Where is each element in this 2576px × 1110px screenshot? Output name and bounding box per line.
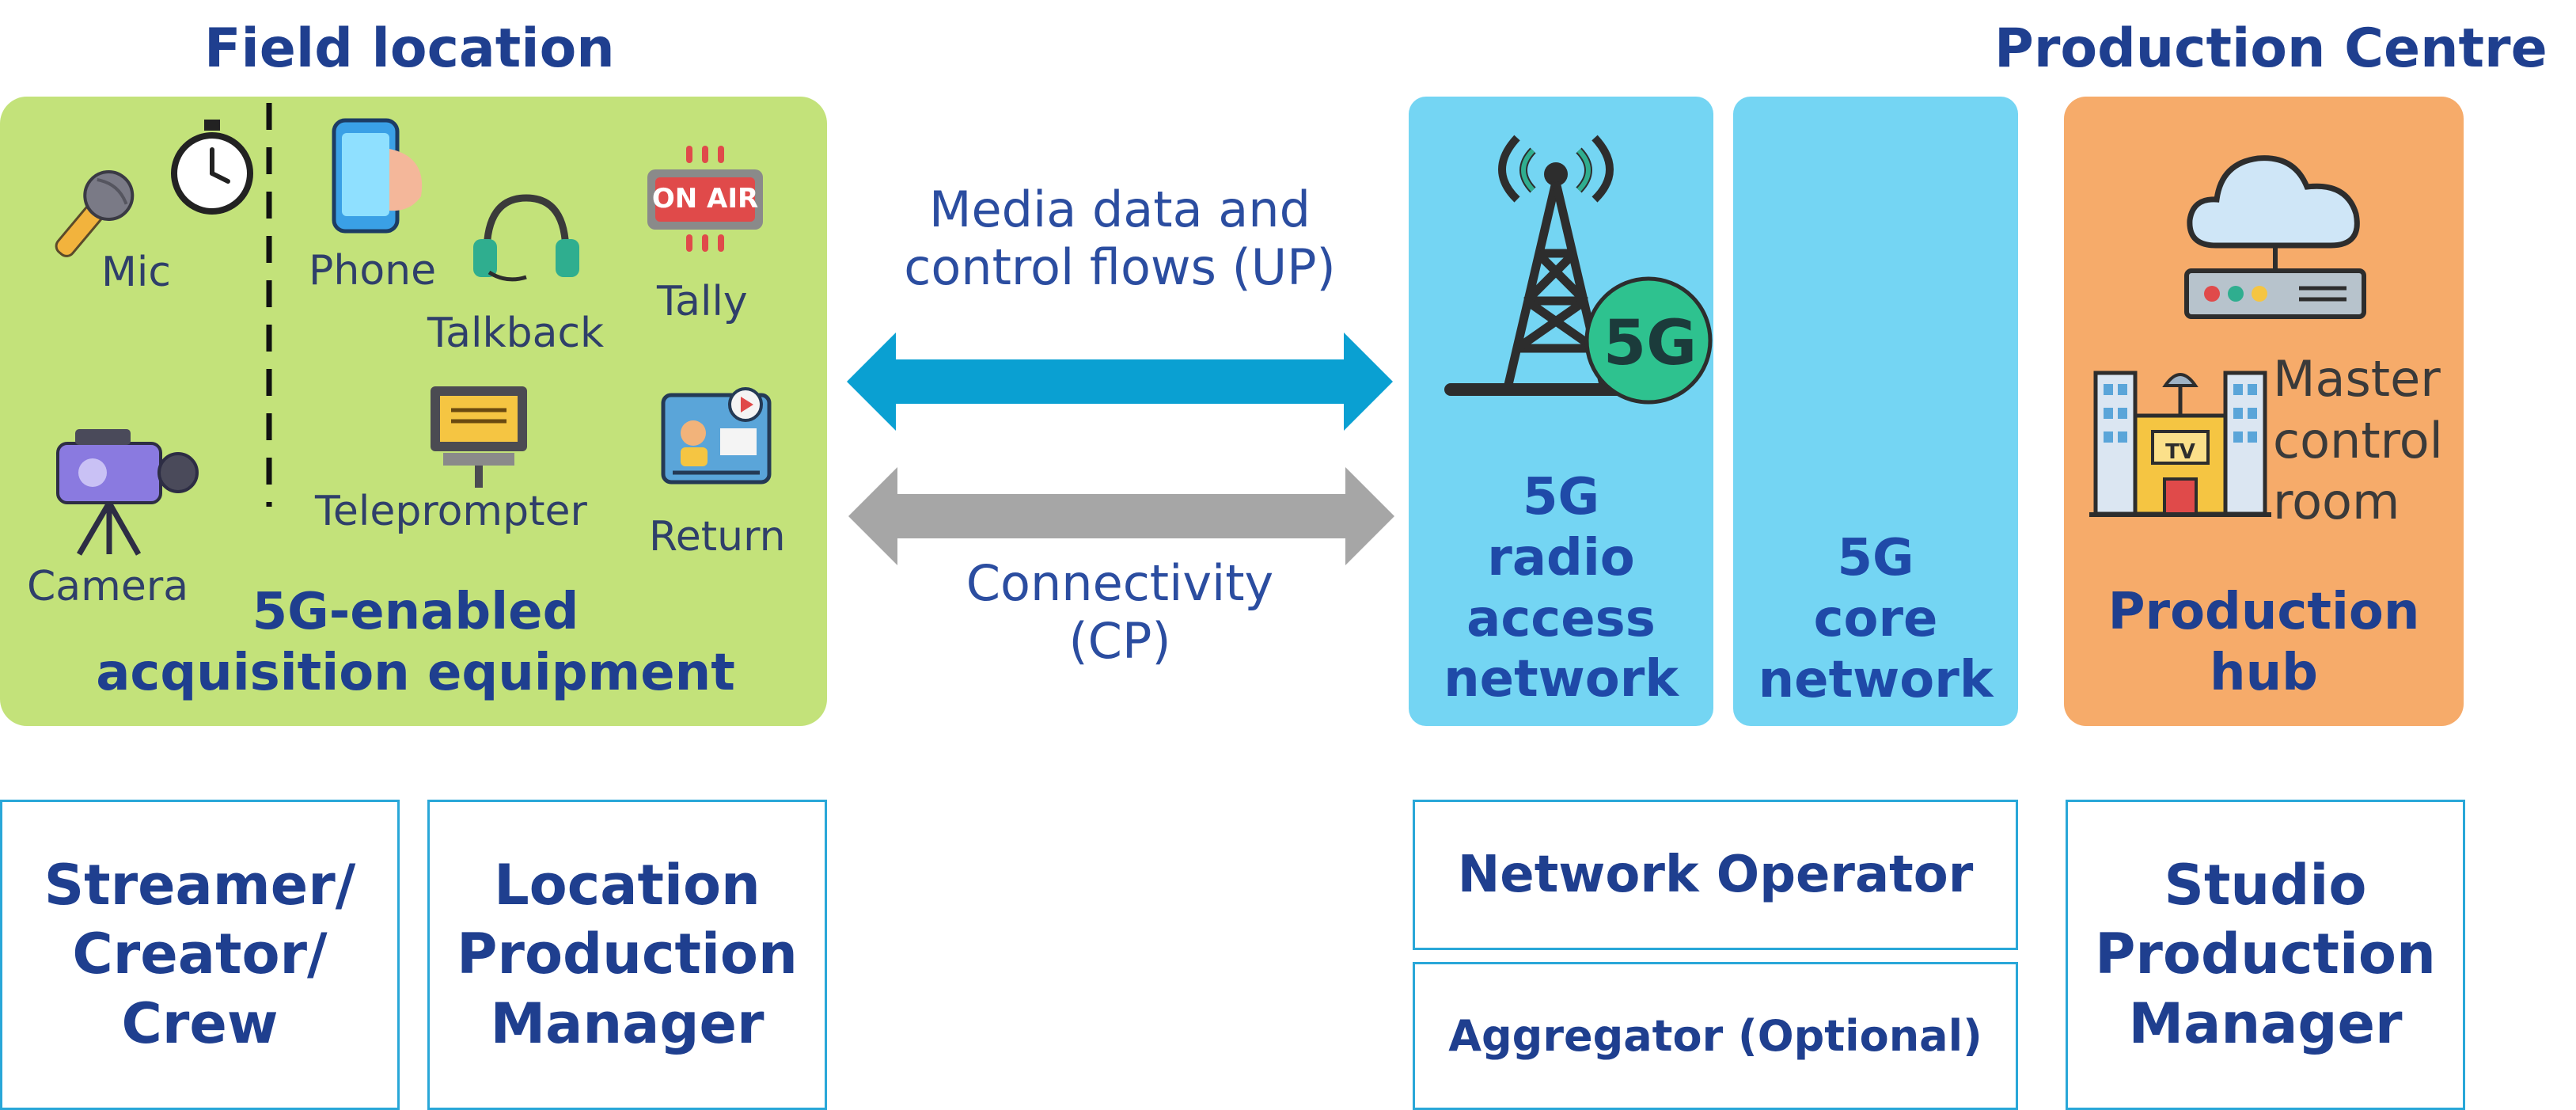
role-network-operator: Network Operator [1413, 800, 2018, 950]
studio-pm-line3: Manager [2128, 990, 2403, 1056]
ran-5g-badge-text: 5G [1603, 308, 1698, 379]
up-flow-line2: control flows (UP) [904, 238, 1336, 297]
ran-title-line1: 5G [1522, 468, 1600, 526]
hub-title-line2: hub [2210, 643, 2318, 702]
core-title: 5G core network [1733, 528, 2018, 710]
hub-title-line1: Production [2107, 583, 2420, 641]
core-panel [1733, 97, 2018, 726]
tv-station-icon [2089, 371, 2271, 517]
up-flow-arrow [847, 333, 1393, 431]
studio-pm-line2: Production [2095, 922, 2436, 987]
streamer-line3: Crew [121, 990, 279, 1056]
cp-flow-arrow [848, 467, 1394, 565]
camera-label: Camera [27, 563, 189, 610]
tv-sign-text: TV [2165, 440, 2195, 464]
mcr-line2: control [2273, 411, 2443, 469]
on-air-icon [647, 146, 763, 252]
cp-flow-line2: (CP) [1068, 612, 1171, 671]
teleprompter-label: Teleprompter [315, 488, 587, 535]
role-streamer-creator-crew: Streamer/ Creator/ Crew [0, 800, 400, 1110]
video-camera-icon [56, 429, 199, 556]
microphone-icon [55, 170, 135, 257]
phone-label: Phone [309, 247, 437, 295]
role-location-production-manager: Location Production Manager [427, 800, 827, 1110]
role-studio-production-manager: Studio Production Manager [2066, 800, 2465, 1110]
up-flow-label: Media data and control flows (UP) [851, 181, 1389, 296]
cloud-server-icon [2184, 155, 2366, 319]
aggregator-label: Aggregator (Optional) [1448, 1011, 1982, 1061]
field-location-heading: Field location [204, 17, 615, 80]
on-air-sign-text: ON AIR [651, 183, 759, 215]
teleprompter-icon [431, 386, 527, 488]
master-control-room-label: Master control room [2273, 348, 2443, 533]
location-pm-line1: Location [494, 852, 761, 918]
streamer-line1: Streamer/ [44, 852, 356, 918]
production-hub-title: Production hub [2064, 582, 2464, 704]
headset-icon [473, 194, 579, 282]
production-centre-heading: Production Centre [1994, 17, 2548, 80]
ran-title-line2: radio [1487, 528, 1635, 587]
location-pm-line3: Manager [490, 990, 764, 1056]
return-label: Return [649, 513, 786, 561]
cp-flow-line1: Connectivity [966, 554, 1274, 612]
up-flow-line1: Media data and [929, 181, 1311, 238]
mic-label: Mic [101, 249, 171, 296]
stopwatch-icon [171, 120, 253, 215]
talkback-label: Talkback [427, 310, 605, 357]
ran-title: 5G radio access network [1409, 467, 1713, 710]
cell-tower-icon [1444, 135, 1713, 405]
field-panel-title: 5G-enabled acquisition equipment [79, 582, 752, 704]
ran-title-line3: access [1466, 589, 1656, 648]
studio-pm-line1: Studio [2164, 852, 2367, 918]
field-panel-title-line2: acquisition equipment [96, 643, 735, 702]
location-pm-line2: Production [457, 922, 798, 987]
role-aggregator: Aggregator (Optional) [1413, 962, 2018, 1110]
core-title-line3: network [1758, 650, 1994, 709]
core-title-line1: 5G [1837, 529, 1914, 587]
mcr-line3: room [2273, 473, 2400, 530]
tally-label: Tally [657, 278, 748, 325]
ran-title-line4: network [1444, 650, 1679, 709]
streamer-line2: Creator/ [72, 922, 328, 987]
mcr-line1: Master [2273, 350, 2441, 408]
core-title-line2: core [1813, 589, 1938, 648]
field-panel-title-line1: 5G-enabled [252, 583, 579, 641]
phone-icon [332, 118, 423, 234]
cp-flow-label: Connectivity (CP) [851, 554, 1389, 670]
monitor-play-icon [661, 387, 772, 485]
dashed-divider [266, 103, 272, 507]
network-operator-label: Network Operator [1457, 846, 1974, 904]
